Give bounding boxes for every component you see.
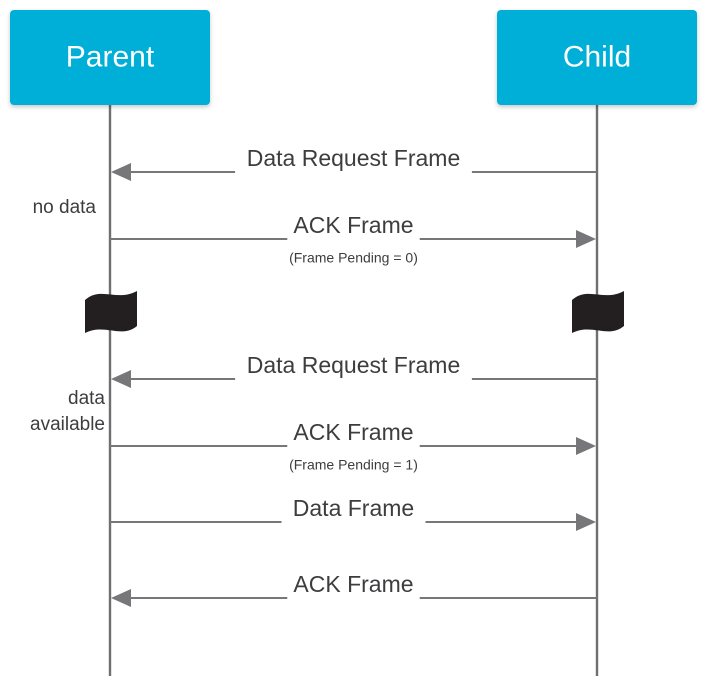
side-note-line: data [68, 388, 105, 409]
participant-parent[interactable]: Parent [10, 10, 210, 105]
arrowhead-right [576, 230, 596, 248]
side-note-n2: data available [30, 388, 105, 435]
side-note-line: no data [33, 197, 97, 218]
lifeline-break-parent [85, 291, 137, 333]
participant-box-child[interactable] [497, 10, 697, 105]
message-m2[interactable]: ACK Frame (Frame Pending = 0) [110, 212, 596, 266]
message-sublabel: (Frame Pending = 1) [289, 457, 418, 473]
participant-label-parent: Parent [66, 40, 155, 73]
message-label: Data Frame [293, 495, 414, 521]
arrowhead-right [576, 437, 596, 455]
message-label: ACK Frame [293, 212, 413, 238]
message-m6[interactable]: ACK Frame [111, 571, 597, 607]
message-label: ACK Frame [293, 571, 413, 597]
arrowhead-left [111, 370, 131, 388]
participant-child[interactable]: Child [497, 10, 697, 105]
side-note-line: available [30, 414, 105, 435]
side-note-n1: no data [33, 197, 97, 218]
lifeline-break-child [572, 291, 624, 333]
arrowhead-left [111, 589, 131, 607]
participant-label-child: Child [563, 40, 631, 73]
message-m5[interactable]: Data Frame [110, 495, 596, 531]
message-m4[interactable]: ACK Frame (Frame Pending = 1) [110, 419, 596, 473]
message-label: Data Request Frame [247, 145, 460, 171]
arrowhead-right [576, 513, 596, 531]
participant-box-parent[interactable] [10, 10, 210, 105]
arrowhead-left [111, 163, 131, 181]
message-label: ACK Frame [293, 419, 413, 445]
message-label: Data Request Frame [247, 352, 460, 378]
message-m1[interactable]: Data Request Frame [111, 145, 597, 181]
message-sublabel: (Frame Pending = 0) [289, 250, 418, 266]
message-m3[interactable]: Data Request Frame [111, 352, 597, 388]
